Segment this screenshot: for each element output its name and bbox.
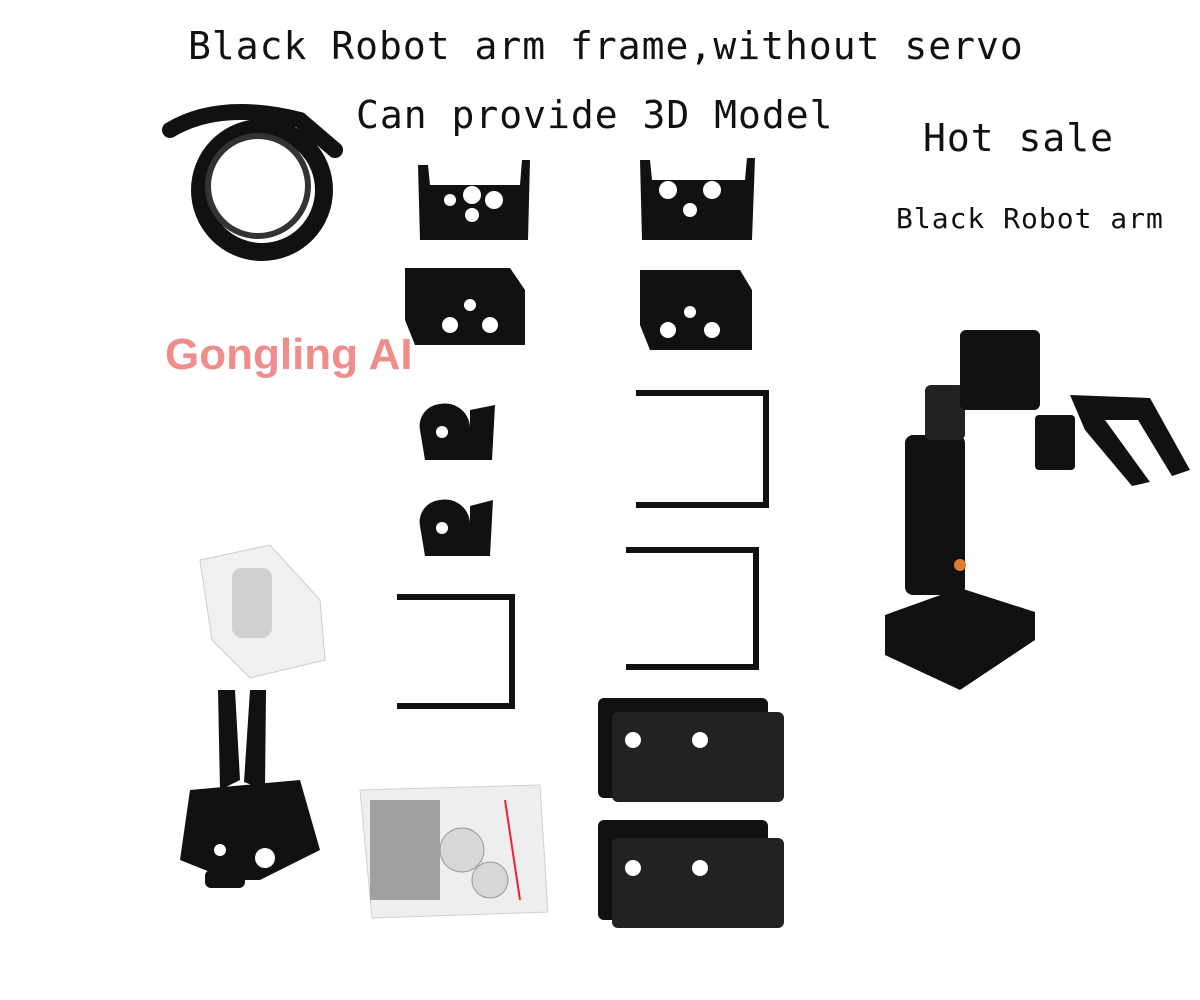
assembled-arm-caption: Black Robot arm — [896, 202, 1164, 235]
assembled-robot-arm-image — [885, 330, 1190, 690]
multi-bracket-image — [405, 160, 530, 345]
headline-text: Black Robot arm frame,without servo — [188, 24, 1024, 68]
l-bracket-image — [419, 403, 495, 556]
servo-horn-bag-image — [199, 544, 326, 679]
u-bracket-image — [397, 390, 769, 709]
cable-wrap-image — [162, 104, 343, 261]
subheadline-text: Can provide 3D Model — [356, 93, 834, 137]
screws-bag-image — [359, 784, 549, 919]
long-u-bracket-image — [598, 698, 784, 928]
hot-sale-badge: Hot sale — [923, 116, 1115, 160]
gripper-claw-image — [180, 690, 320, 888]
multi-bracket-image-2 — [640, 158, 755, 350]
watermark-text: Gongling AI — [165, 330, 413, 379]
